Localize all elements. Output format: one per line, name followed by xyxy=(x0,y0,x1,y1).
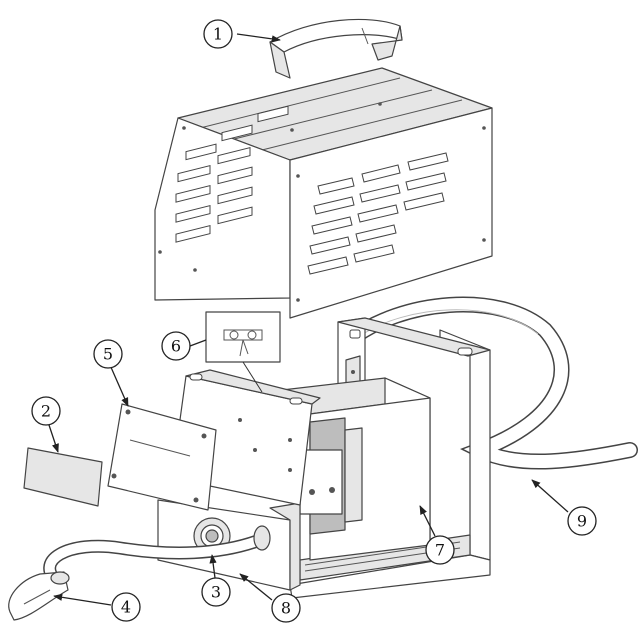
callout-label: 7 xyxy=(435,541,445,560)
control-panel-plate xyxy=(107,403,217,511)
callout-label: 9 xyxy=(577,512,587,531)
callout-label: 4 xyxy=(121,598,131,617)
transformer xyxy=(264,377,431,561)
callout-8: 8 xyxy=(271,593,301,623)
callout-7: 7 xyxy=(425,535,455,565)
callout-5: 5 xyxy=(93,339,123,369)
callout-label: 5 xyxy=(103,345,113,364)
output-cable xyxy=(43,525,271,592)
callout-4: 4 xyxy=(111,592,141,622)
leader-lines xyxy=(47,33,569,606)
top-cover xyxy=(154,67,493,319)
callout-6: 6 xyxy=(161,331,191,361)
callout-label: 8 xyxy=(281,599,291,618)
callout-2: 2 xyxy=(31,396,61,426)
callout-label: 2 xyxy=(41,402,51,421)
switch-detail-inset xyxy=(205,311,281,393)
callout-label: 3 xyxy=(211,583,221,602)
electrode-holder xyxy=(8,571,70,621)
callout-label: 1 xyxy=(213,25,223,44)
callout-1: 1 xyxy=(203,19,233,49)
callout-label: 6 xyxy=(171,337,181,356)
callout-3: 3 xyxy=(201,577,231,607)
callout-9: 9 xyxy=(567,506,597,536)
small-cover-plate xyxy=(23,447,103,507)
carry-handle xyxy=(269,18,403,79)
